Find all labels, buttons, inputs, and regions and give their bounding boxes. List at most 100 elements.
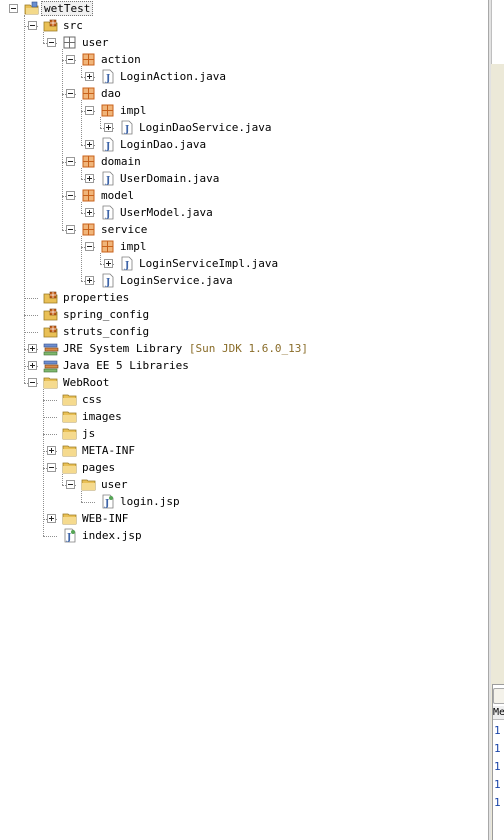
tree-connector [24,315,38,316]
tree-item-label: service [101,221,147,238]
tree-item-web-inf[interactable]: WEB-INF [0,510,488,527]
tree-item-service[interactable]: service [0,221,488,238]
collapse-icon[interactable] [9,4,18,13]
collapse-icon[interactable] [85,106,94,115]
editor-area-edge [491,0,504,64]
tree-item-pages[interactable]: pages [0,459,488,476]
tree-item-properties[interactable]: properties [0,289,488,306]
tree-item-user[interactable]: user [0,476,488,493]
tree-item-text: WebRoot [63,376,110,389]
pane-divider[interactable] [488,0,492,840]
folder-icon [62,511,78,526]
tree-item-impl[interactable]: impl [0,102,488,119]
expand-icon[interactable] [104,259,113,268]
collapse-icon[interactable] [66,55,75,64]
collapse-icon[interactable] [66,480,75,489]
tree-item-action[interactable]: action [0,51,488,68]
tree-item-label: pages [82,459,115,476]
tree-connector [24,298,38,299]
tree-item-label: properties [63,289,129,306]
collapse-icon[interactable] [66,89,75,98]
java-file-icon: J [100,273,116,288]
collapse-icon[interactable] [66,225,75,234]
collapse-icon[interactable] [85,242,94,251]
tree-item-impl[interactable]: impl [0,238,488,255]
tree-item-text: UserDomain.java [120,172,220,185]
tree-item-spring-config[interactable]: spring_config [0,306,488,323]
tree-item-text: login.jsp [120,495,180,508]
expand-icon[interactable] [85,174,94,183]
tree-item-label: LoginDao.java [120,136,206,153]
java-file-icon: J [119,120,135,135]
expand-icon[interactable] [85,208,94,217]
collapse-icon[interactable] [28,378,37,387]
package-icon [81,222,97,237]
tree-item-java-ee-5-libraries[interactable]: Java EE 5 Libraries [0,357,488,374]
tree-item-text: LoginDaoService.java [139,121,272,134]
tree-item-text: dao [101,87,121,100]
expand-icon[interactable] [85,276,94,285]
expand-icon[interactable] [47,514,56,523]
expand-icon[interactable] [104,123,113,132]
expand-icon[interactable] [85,72,94,81]
collapse-icon[interactable] [66,191,75,200]
tree-item-domain[interactable]: domain [0,153,488,170]
tree-item-text: spring_config [63,308,150,321]
collapse-icon[interactable] [47,38,56,47]
svg-text:J: J [66,533,71,543]
tree-item-text: impl [120,104,147,117]
folder-icon [43,375,59,390]
expand-icon[interactable] [28,361,37,370]
console-tab-button[interactable] [493,688,504,704]
tree-item-label: Java EE 5 Libraries [63,357,189,374]
expand-icon[interactable] [47,446,56,455]
tree-item-label: domain [101,153,141,170]
expand-icon[interactable] [85,140,94,149]
console-line-number: 1 [494,778,501,791]
folder-icon [62,426,78,441]
collapse-icon[interactable] [47,463,56,472]
tree-item-struts-config[interactable]: struts_config [0,323,488,340]
tree-item-src[interactable]: src [0,17,488,34]
tree-item-label: dao [101,85,121,102]
tree-item-user[interactable]: user [0,34,488,51]
svg-text:J: J [104,499,109,509]
tree-item-text: META-INF [82,444,135,457]
tree-item-label: WEB-INF [82,510,128,527]
svg-text:J: J [124,125,129,135]
collapse-icon[interactable] [66,157,75,166]
tree-item-webroot[interactable]: WebRoot [0,374,488,391]
tree-item-images[interactable]: images [0,408,488,425]
tree-item-text: wetTest [41,1,94,16]
tree-item-text: WEB-INF [82,512,129,525]
tree-item-text: JRE System Library [63,342,183,355]
tree-item-jre-system-library[interactable]: JRE System Library [Sun JDK 1.6.0_13] [0,340,488,357]
tree-connector [43,536,57,537]
tree-item-text: images [82,410,122,423]
tree-item-text: properties [63,291,130,304]
console-line-number: 1 [494,796,501,809]
tree-item-text: js [82,427,96,440]
tree-item-wettest[interactable]: wetTest [0,0,488,17]
tree-item-label: LoginServiceImpl.java [139,255,278,272]
tree-item-dao[interactable]: dao [0,85,488,102]
tree-item-css[interactable]: css [0,391,488,408]
folder-icon [62,409,78,424]
tree-item-meta-inf[interactable]: META-INF [0,442,488,459]
tree-item-model[interactable]: model [0,187,488,204]
tree-connector [100,253,101,264]
tree-item-js[interactable]: js [0,425,488,442]
package-icon [81,188,97,203]
collapse-icon[interactable] [28,21,37,30]
tree-item-logindaoservice-java[interactable]: J LoginDaoService.java [0,119,488,136]
expand-icon[interactable] [28,344,37,353]
